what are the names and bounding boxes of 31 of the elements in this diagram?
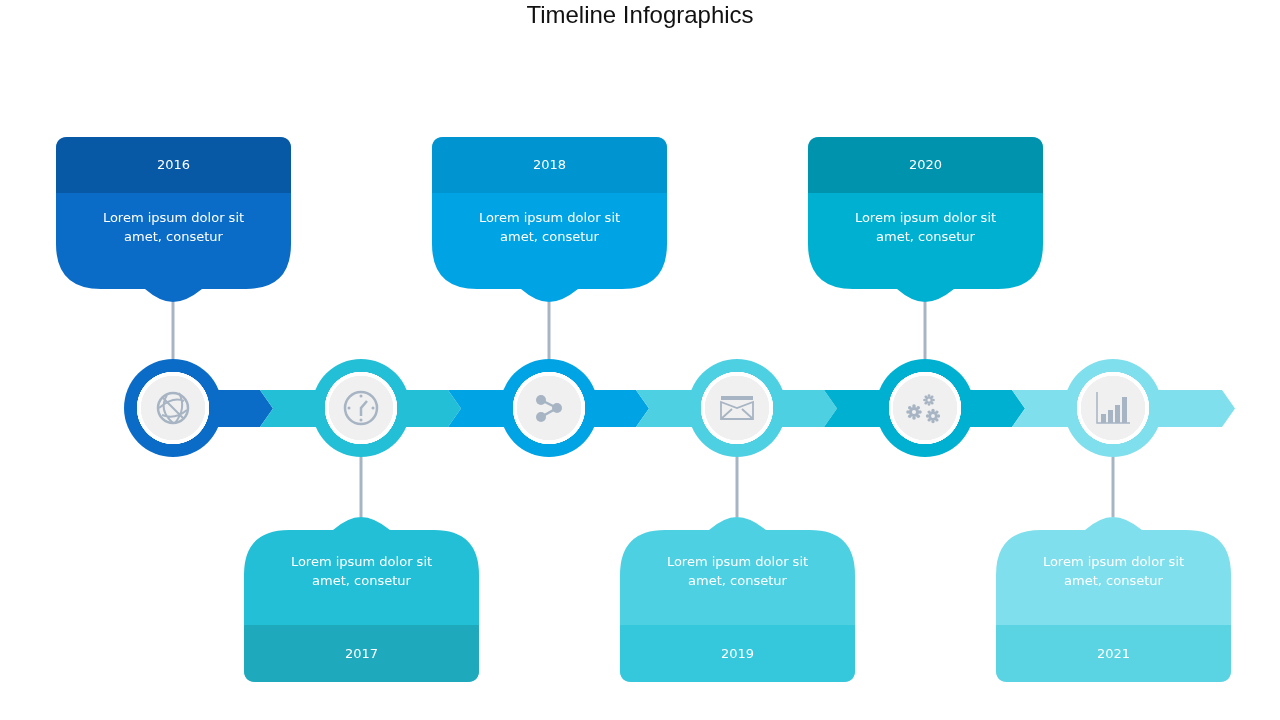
connector-line	[1111, 457, 1115, 517]
description-text: Lorem ipsum dolor sit amet, consetur	[1041, 553, 1186, 590]
connector-line	[735, 457, 739, 517]
chevron-arrow	[218, 390, 273, 427]
year-label: 2021	[1095, 645, 1132, 663]
year-label: 2018	[531, 156, 568, 174]
year-label: 2016	[155, 156, 192, 174]
description-text: Lorem ipsum dolor sit amet, consetur	[101, 209, 246, 246]
chevron-arrow	[406, 390, 461, 427]
connector-line	[359, 457, 363, 517]
callout-card	[56, 137, 291, 302]
callout-card	[620, 517, 855, 682]
chevron-arrow	[594, 390, 649, 427]
chevron-arrow	[782, 390, 837, 427]
connector-line	[171, 302, 175, 359]
callout-card	[808, 137, 1043, 302]
year-label: 2019	[719, 645, 756, 663]
connector-line	[923, 302, 927, 359]
description-text: Lorem ipsum dolor sit amet, consetur	[853, 209, 998, 246]
callout-card	[996, 517, 1231, 682]
callout-card	[244, 517, 479, 682]
connector-line	[547, 302, 551, 359]
description-text: Lorem ipsum dolor sit amet, consetur	[289, 553, 434, 590]
chevron-arrow	[1158, 390, 1235, 427]
year-label: 2020	[907, 156, 944, 174]
chevron-arrow	[970, 390, 1025, 427]
description-text: Lorem ipsum dolor sit amet, consetur	[665, 553, 810, 590]
title: Timeline Infographics	[525, 0, 755, 30]
year-label: 2017	[343, 645, 380, 663]
callout-card	[432, 137, 667, 302]
description-text: Lorem ipsum dolor sit amet, consetur	[477, 209, 622, 246]
